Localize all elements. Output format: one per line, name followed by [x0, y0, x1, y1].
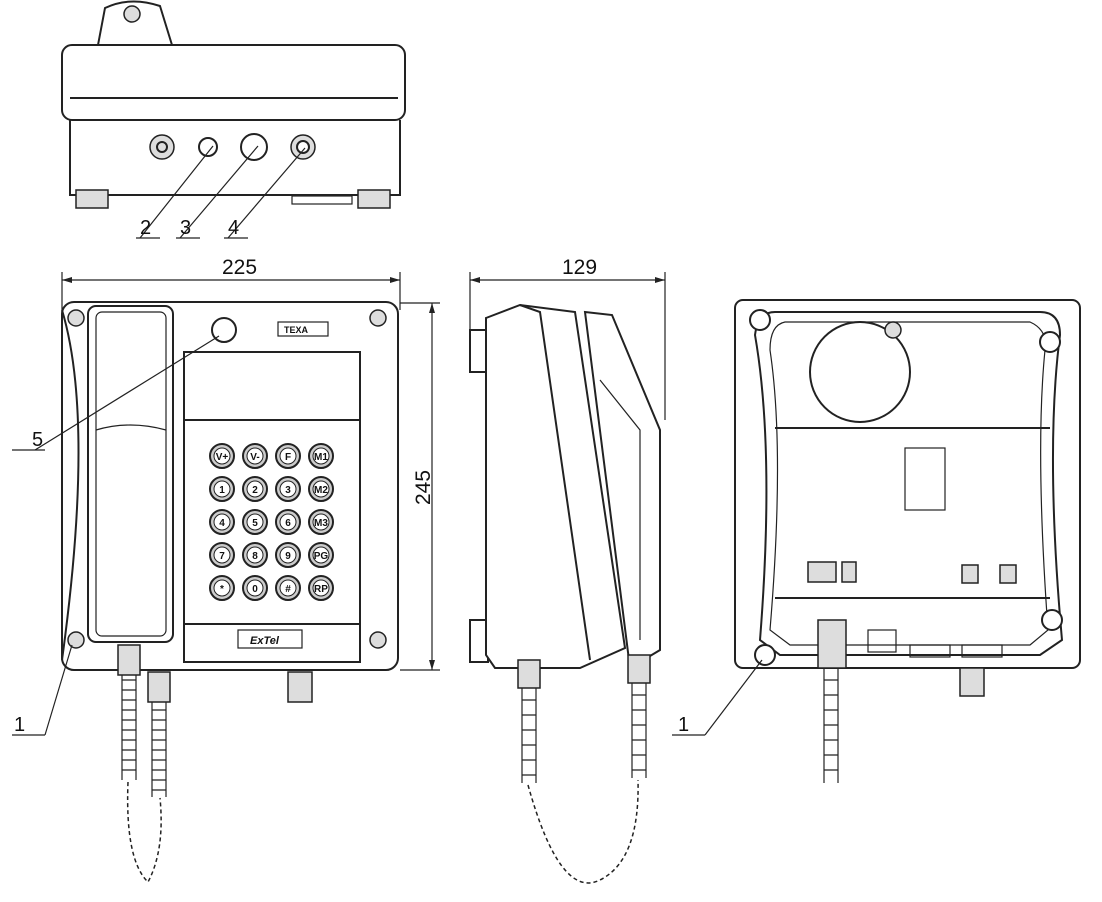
key-button: 8 — [242, 542, 268, 568]
top-view — [61, 0, 406, 239]
height-label: 245 — [412, 470, 435, 505]
key-button: 5 — [242, 509, 268, 535]
key-label: 9 — [285, 551, 291, 562]
key-label: M2 — [314, 485, 328, 496]
depth-label: 129 — [562, 256, 597, 279]
depth-dimension — [469, 272, 666, 420]
width-dimension — [61, 272, 401, 310]
key-button: 7 — [209, 542, 235, 568]
key-label: V- — [250, 452, 259, 463]
callout-2: 2 — [140, 217, 151, 239]
key-label: 4 — [219, 518, 225, 529]
key-button: 3 — [275, 476, 301, 502]
key-button: M1 — [308, 443, 334, 469]
texa-badge: TEXA — [284, 325, 309, 335]
key-button: V+ — [209, 443, 235, 469]
key-button: V- — [242, 443, 268, 469]
callout-5: 5 — [32, 429, 43, 451]
key-label: M3 — [314, 518, 328, 529]
key-button: M2 — [308, 476, 334, 502]
keypad: V+ V- F M1 1 2 3 M2 4 5 6 M3 7 8 9 PG * 0 # RP — [209, 443, 334, 601]
callout-4: 4 — [228, 217, 239, 239]
key-button: 1 — [209, 476, 235, 502]
key-button: 4 — [209, 509, 235, 535]
key-label: 0 — [252, 584, 258, 595]
key-label: 7 — [219, 551, 225, 562]
callout-1-back: 1 — [678, 714, 689, 736]
key-label: 8 — [252, 551, 258, 562]
key-label: * — [220, 584, 224, 595]
key-label: # — [285, 584, 291, 595]
key-button: * — [209, 575, 235, 601]
key-button: # — [275, 575, 301, 601]
back-view — [672, 299, 1081, 783]
height-dimension — [400, 302, 440, 671]
front-view — [12, 301, 399, 884]
key-label: 6 — [285, 518, 291, 529]
key-label: 3 — [285, 485, 291, 496]
key-button: 9 — [275, 542, 301, 568]
extel-badge: ExTel — [250, 635, 280, 647]
key-label: V+ — [216, 452, 229, 463]
key-label: 5 — [252, 518, 258, 529]
callout-3: 3 — [180, 217, 191, 239]
key-button: M3 — [308, 509, 334, 535]
key-button: 2 — [242, 476, 268, 502]
key-label: 2 — [252, 485, 258, 496]
key-button: 6 — [275, 509, 301, 535]
key-button: RP — [308, 575, 334, 601]
key-label: F — [285, 452, 291, 463]
key-label: M1 — [314, 452, 328, 463]
key-label: PG — [314, 551, 329, 562]
key-button: 0 — [242, 575, 268, 601]
key-label: 1 — [219, 485, 225, 496]
width-label: 225 — [222, 256, 257, 279]
key-button: PG — [308, 542, 334, 568]
key-button: F — [275, 443, 301, 469]
side-view — [469, 303, 661, 884]
callout-1: 1 — [14, 714, 25, 736]
key-label: RP — [314, 584, 328, 595]
